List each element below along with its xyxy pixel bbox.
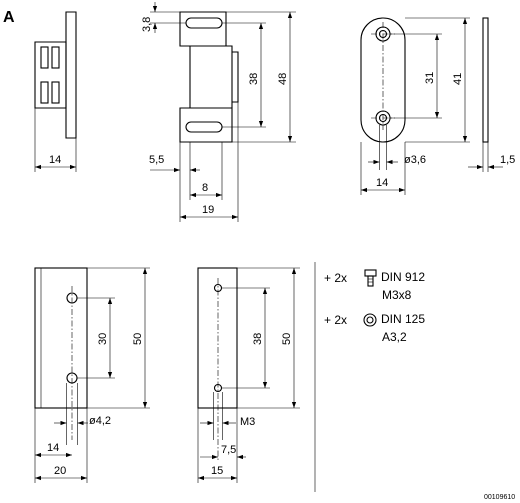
dim-front-height: 41: [452, 73, 464, 85]
dim-side-offset: 5,5: [149, 154, 164, 166]
view-side-catch: 14: [34, 11, 77, 172]
drawing-number: 00109610: [484, 494, 515, 501]
hardware-size: M3x8: [382, 288, 412, 302]
dim-mount2-height: 50: [281, 333, 293, 345]
dim-side-depth: 14: [49, 154, 61, 166]
cap-screw-icon: [364, 269, 377, 287]
dim-slot-width: 8: [202, 182, 208, 194]
dim-mount1-height: 50: [132, 333, 144, 345]
hardware-qty: + 2x: [324, 313, 347, 327]
hardware-list: + 2x DIN 912 M3x8 + 2x DIN 125 A3,2: [324, 269, 425, 344]
view-slotted-plate: 3,8 38 48 5,5 8 19: [141, 2, 296, 222]
hardware-qty: + 2x: [324, 271, 347, 285]
view-front-plate: 31 41 ø3,6 14: [360, 17, 470, 195]
dim-mount2-hole-spacing: 38: [252, 333, 264, 345]
dim-mount2-width: 15: [211, 465, 223, 477]
dim-mount1-width: 20: [54, 465, 66, 477]
view-plate-edge: 1,5: [468, 17, 515, 172]
dim-front-hole-dia: ø3,6: [404, 154, 426, 166]
view-mounting-plate-1: 30 50 ø4,2 14 20: [34, 267, 150, 483]
dim-top-offset: 3,8: [141, 17, 153, 32]
hardware-item-screw: + 2x DIN 912 M3x8: [324, 269, 425, 302]
hardware-standard: DIN 912: [381, 270, 425, 284]
dim-front-width: 14: [376, 177, 388, 189]
figure-letter: A: [3, 9, 15, 26]
dim-depth-total: 19: [202, 204, 214, 216]
hardware-size: A3,2: [382, 330, 407, 344]
dim-mount1-hole-spacing: 30: [97, 333, 109, 345]
view-mounting-plate-2: 38 50 M3 7,5 15: [197, 267, 300, 483]
dim-mount2-thread: M3: [240, 416, 255, 428]
dim-mount1-hole-dia: ø4,2: [89, 415, 111, 427]
hardware-item-washer: + 2x DIN 125 A3,2: [324, 312, 425, 344]
dim-mount1-hole-offset: 14: [47, 442, 59, 454]
hardware-standard: DIN 125: [381, 312, 425, 326]
dim-total-height: 48: [277, 73, 289, 85]
dim-plate-thickness: 1,5: [500, 154, 515, 166]
dim-front-hole-spacing: 31: [424, 72, 436, 84]
dim-slot-spacing: 38: [248, 73, 260, 85]
washer-icon: [363, 313, 377, 327]
dim-mount2-hole-offset: 7,5: [221, 444, 236, 456]
